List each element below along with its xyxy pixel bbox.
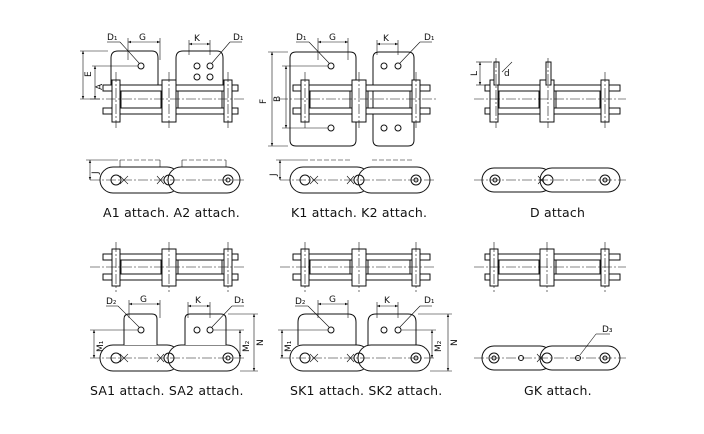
gk-top-view [474,242,626,292]
label-d1-k: D₁ [296,33,307,43]
diagram-a-attachment: D₁ G K D₁ E A J A1 attach. A2 at [80,33,246,220]
sa-top-view [90,242,246,292]
label-d-d: d [504,69,510,79]
caption-sa-attach: SA1 attach. SA2 attach. [90,383,244,398]
label-k-k: K [383,34,390,44]
label-m2-sa: M₂ [242,340,252,352]
diagram-sk-attachment: D₂ G K D₁ M₁ M₂ N SK1 attach. SK2 attach… [278,242,460,398]
label-d1-a: D₁ [107,33,118,43]
diagram-d-attachment: L d D attach [470,58,626,220]
label-k-sa: K [195,296,202,306]
label-g-a: G [139,33,146,43]
label-f-k: F [259,99,269,104]
sk-top-view [280,242,436,292]
diagram-gk-attachment: D₃ GK attach. [474,242,626,398]
label-b-k: B [273,96,283,102]
label-d2-sa: D₂ [106,297,117,307]
a-front-view: J [86,159,246,194]
gk-front-view: D₃ [474,325,626,371]
label-d1-k2: D₁ [424,33,435,43]
caption-k-attach: K1 attach. K2 attach. [291,205,427,220]
label-d2-sk: D₂ [295,297,306,307]
sk-front-view: D₂ G K D₁ M₁ M₂ N [278,295,460,372]
label-m1-sa: M₁ [96,340,106,352]
label-g-sk: G [329,295,336,305]
a-top-view: D₁ G K D₁ E A [80,33,246,128]
label-k-sk: K [384,296,391,306]
label-m1-sk: M₁ [284,340,294,352]
label-n-sk: N [450,339,460,346]
label-j-a: J [91,171,101,175]
label-d1-sk: D₁ [424,296,435,306]
label-m2-sk: M₂ [434,340,444,352]
k-top-view: D₁ G K D₁ F B [259,33,436,147]
diagram-sa-attachment: D₂ G K D₁ M₁ M₂ N SA1 attach. SA2 attach… [90,242,266,398]
caption-sk-attach: SK1 attach. SK2 attach. [290,383,442,398]
diagram-k-attachment: D₁ G K D₁ F B J K1 attach. K2 attach. [259,33,436,220]
caption-gk-attach: GK attach. [524,383,592,398]
label-d1-sa: D₁ [234,296,245,306]
label-g-k: G [329,33,336,43]
label-n-sa: N [256,339,266,346]
d-top-view: L d [470,58,626,128]
caption-a-attach: A1 attach. A2 attach. [103,205,240,220]
label-k-a: K [194,34,201,44]
d-front-view [474,167,626,193]
k-front-view: J [269,159,436,194]
caption-d-attach: D attach [530,205,585,220]
label-a-a: A [95,83,105,90]
label-d3-gk: D₃ [602,325,613,335]
sa-front-view: D₂ G K D₁ M₁ M₂ N [90,295,266,372]
label-d1-a2: D₁ [233,33,244,43]
label-j-k: J [269,173,279,177]
label-l-d: L [470,71,480,76]
label-e-a: E [84,71,94,77]
label-g-sa: G [140,295,147,305]
